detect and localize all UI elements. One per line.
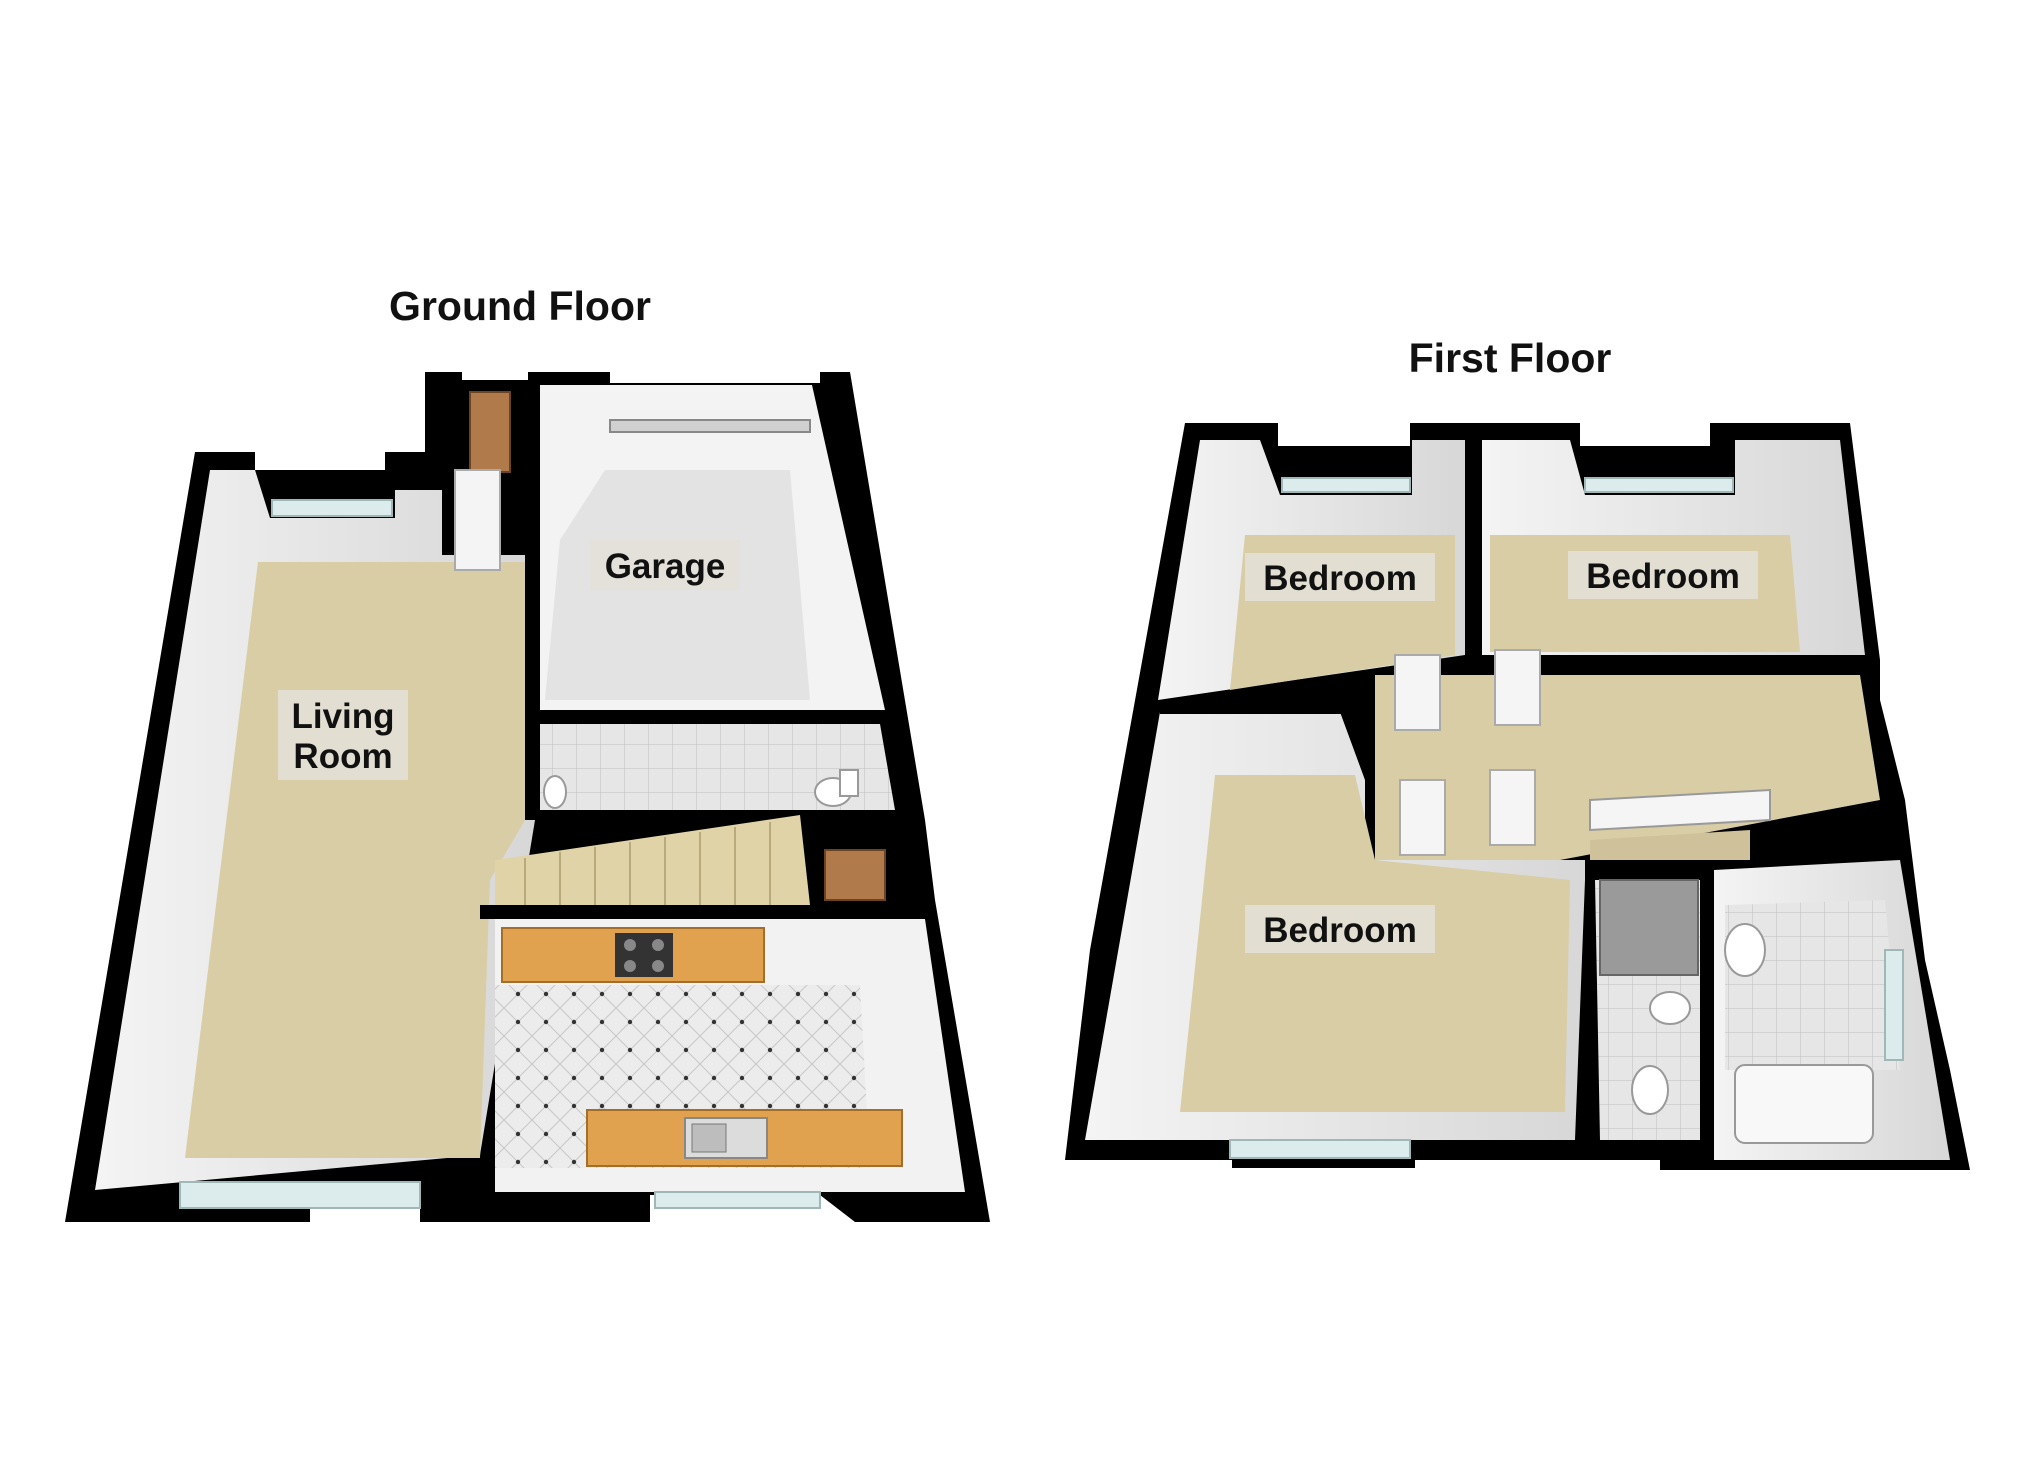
ground-floor-plan [65, 372, 990, 1222]
wc-cistern-icon [839, 769, 859, 797]
bedroom-1-label: Bedroom [1263, 559, 1417, 598]
bath-icon [1734, 1064, 1874, 1144]
wc-basin-icon [543, 775, 567, 809]
landing-stairs [1590, 830, 1750, 860]
bedroom-3-label: Bedroom [1263, 911, 1417, 950]
wc-floor [540, 724, 895, 810]
bedroom-3-landing-wall [1160, 700, 1370, 714]
living-room-label-line-2: Room [293, 737, 392, 776]
stairs-treads [524, 822, 771, 905]
shower-tray-icon [1599, 879, 1699, 976]
shower-room-basin-icon [1649, 991, 1691, 1025]
bathroom-window [1884, 949, 1904, 1061]
hob-icon [615, 933, 673, 977]
landing-doors [1394, 649, 1541, 856]
landing-stair-rail [1589, 788, 1771, 832]
kitchen-window [654, 1191, 821, 1209]
bathroom-floor [1725, 900, 1900, 1070]
stairs-icon [495, 815, 810, 905]
living-room-rear-window [271, 499, 393, 517]
bedroom-1-window [1281, 477, 1411, 493]
front-door-icon [469, 391, 511, 473]
bedroom-divider-wall [1465, 440, 1482, 655]
living-room-floor [185, 562, 525, 1158]
hall-door-icon [454, 469, 501, 571]
kitchen-back-door-icon [824, 849, 886, 901]
sink-icon [684, 1117, 768, 1159]
bathroom-toilet-icon [1724, 923, 1766, 977]
bedroom-3-window [1229, 1139, 1411, 1159]
first-floor-plan [1065, 423, 1970, 1170]
living-room-label-line-1: Living [291, 697, 394, 736]
landing-wall-upper [1560, 655, 1870, 673]
shower-room-wall [1700, 860, 1714, 1150]
garage-wc-divider [540, 710, 890, 724]
ground-floor-title: Ground Floor [389, 283, 651, 329]
first-floor-title: First Floor [1409, 335, 1612, 381]
shower-room-toilet-icon [1631, 1065, 1669, 1115]
garage-door [609, 419, 811, 433]
living-room-front-window [179, 1181, 421, 1209]
bedroom-2-label: Bedroom [1586, 557, 1740, 596]
bedroom-2-window [1584, 477, 1734, 493]
garage-label: Garage [605, 547, 726, 586]
stairs-kitchen-wall [480, 905, 820, 919]
